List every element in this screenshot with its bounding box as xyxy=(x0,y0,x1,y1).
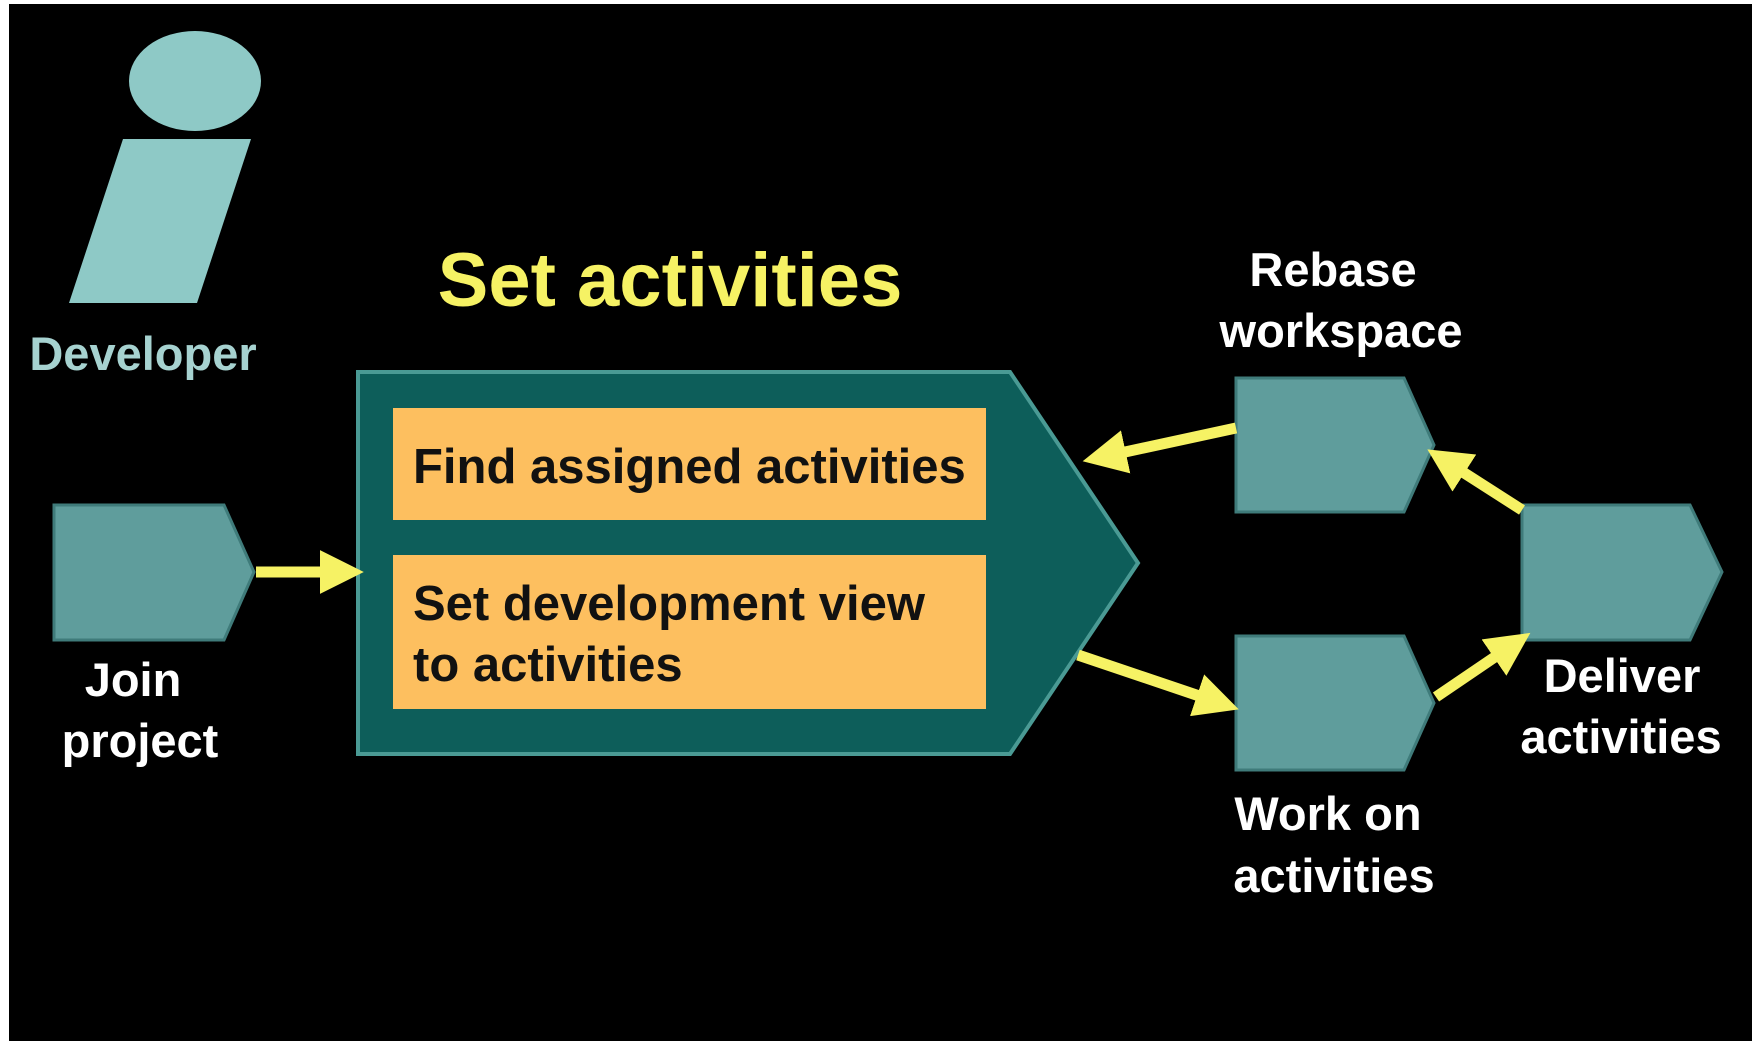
node-join-project xyxy=(52,503,256,642)
arrow-process-to-work xyxy=(1076,649,1239,717)
diagram-title: Set activities xyxy=(438,238,903,323)
node-label-rebase-line1: Rebase xyxy=(1249,243,1416,296)
node-deliver-activities xyxy=(1520,503,1724,642)
role-label: Developer xyxy=(29,327,256,380)
node-label-work-line1: Work on xyxy=(1234,787,1421,840)
node-rebase-workspace xyxy=(1234,376,1436,514)
arrow-deliver-to-rebase xyxy=(1427,449,1525,515)
node-label-deliver-line1: Deliver xyxy=(1544,649,1701,702)
role-icon-head xyxy=(129,31,261,131)
role-icon-body xyxy=(69,139,251,303)
info-person-icon xyxy=(69,31,261,303)
node-label-deliver-line2: activities xyxy=(1520,710,1721,763)
step-label-set-view-line1: Set development view xyxy=(413,577,926,631)
arrow-work-to-deliver xyxy=(1432,632,1531,702)
node-label-work-line2: activities xyxy=(1233,849,1434,902)
step-label-find-assigned: Find assigned activities xyxy=(413,440,966,494)
node-label-rebase-line2: workspace xyxy=(1219,304,1463,357)
node-label-join-line2: project xyxy=(62,714,219,767)
arrow-rebase-to-process xyxy=(1082,422,1238,474)
step-box-set-view xyxy=(393,555,986,709)
node-label-join-line1: Join xyxy=(85,653,182,706)
node-work-on-activities xyxy=(1234,634,1436,772)
step-box-find-assigned xyxy=(393,408,986,520)
step-label-set-view-line2: to activities xyxy=(413,638,683,692)
